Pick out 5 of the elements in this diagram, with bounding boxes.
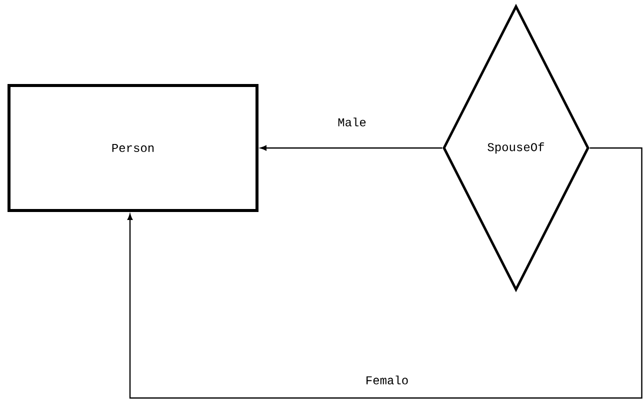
arrow: [260, 145, 442, 151]
edge-label: Femalo: [364, 374, 410, 386]
entity-box: Person: [8, 84, 258, 212]
arrow: [127, 147, 642, 399]
edge-label: Male: [336, 116, 368, 128]
